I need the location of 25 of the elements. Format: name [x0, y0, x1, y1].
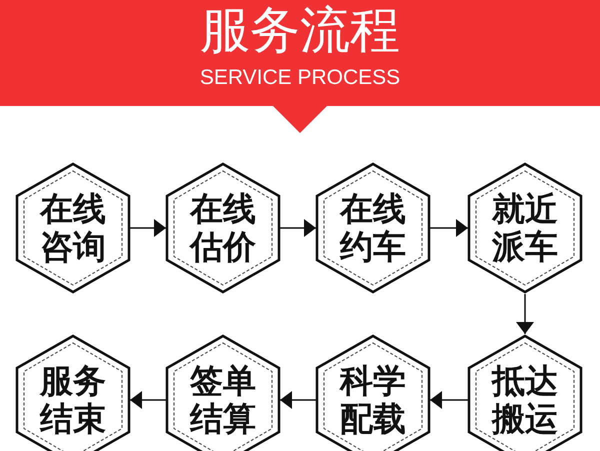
arrow [430, 219, 468, 237]
hexagon-node [467, 334, 583, 451]
step-label: 在线咨询 [40, 190, 106, 266]
hexagon-node [165, 334, 281, 451]
hexagon-node [315, 334, 431, 451]
title: 服务流程 [200, 1, 400, 59]
arrow [430, 391, 468, 409]
arrow [130, 219, 166, 237]
hexagon-node [15, 334, 131, 451]
step-label: 就近派车 [492, 190, 558, 266]
hexagon-node [165, 162, 281, 294]
arrow [280, 391, 316, 409]
step-label: 抵达搬运 [492, 362, 558, 438]
arrow [280, 219, 316, 237]
step-label: 科学配载 [340, 362, 406, 438]
step-label: 在线约车 [340, 190, 406, 266]
hexagon-node [467, 162, 583, 294]
step-label: 签单结算 [190, 362, 256, 438]
hexagon-node [315, 162, 431, 294]
step-label: 在线估价 [190, 190, 256, 266]
arrow [130, 391, 166, 409]
step-label: 服务结束 [40, 362, 106, 438]
subtitle: SERVICE PROCESS [200, 66, 400, 89]
hexagon-node [15, 162, 131, 294]
arrow [516, 294, 534, 334]
